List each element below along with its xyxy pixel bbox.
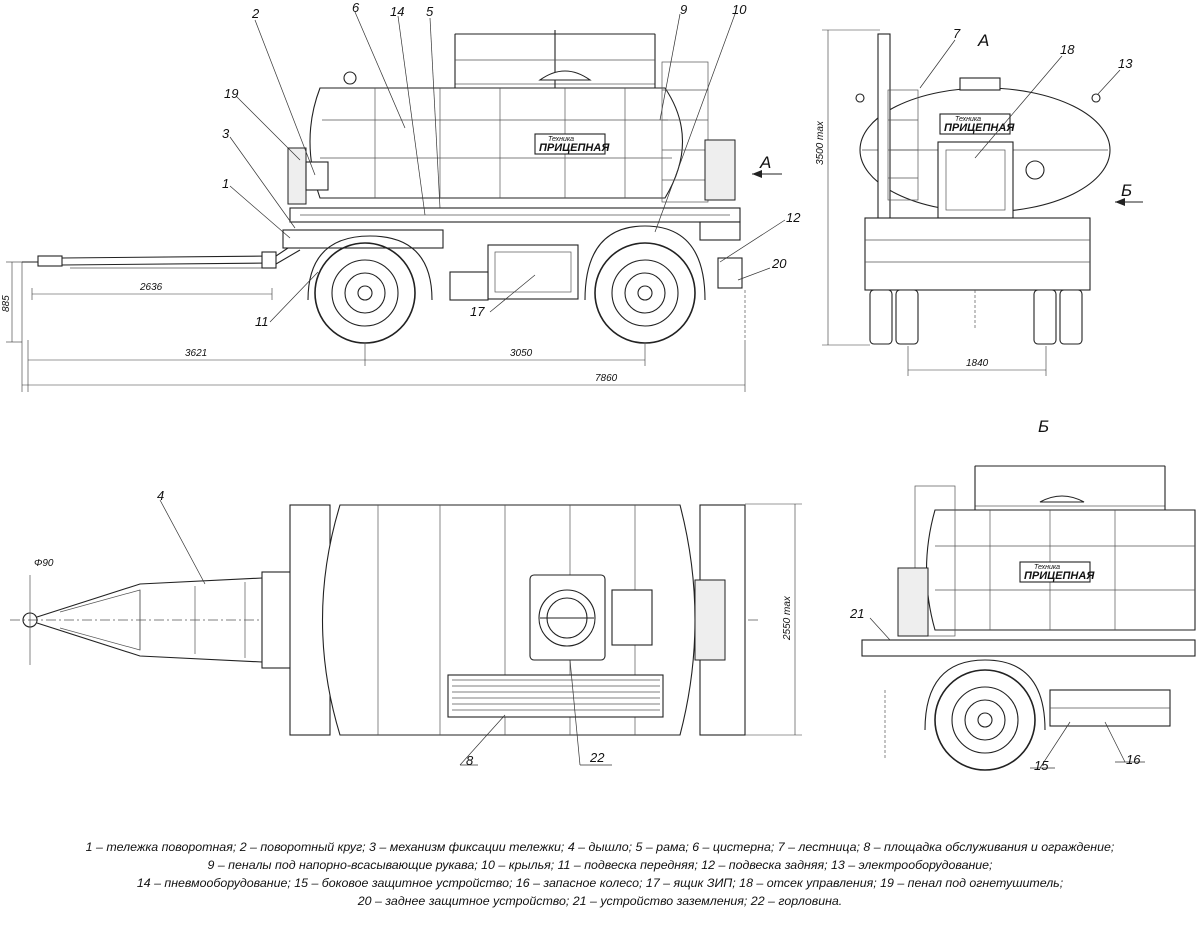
- callout-7: 7: [953, 26, 961, 41]
- rear-view-a: А Техника ПРИЦЕПНАЯ 3500 max 1840: [815, 26, 1143, 376]
- callout-19: 19: [224, 86, 238, 101]
- trailer-tank-drawing: Техника ПРИЦЕПНАЯ: [1, 0, 1196, 773]
- side-view-b: Б Техника ПРИЦЕПНАЯ 21 15 16: [849, 417, 1196, 773]
- callout-8: 8: [466, 753, 474, 768]
- callout-5: 5: [426, 4, 434, 19]
- callout-1: 1: [222, 176, 229, 191]
- callout-16: 16: [1126, 752, 1141, 767]
- dim-1840: 1840: [966, 358, 989, 369]
- callout-13: 13: [1118, 56, 1133, 71]
- dim-3500-max: 3500 max: [815, 120, 826, 165]
- rear-logo-bottom: ПРИЦЕПНАЯ: [944, 122, 1015, 134]
- side-tool-box: [487, 244, 579, 300]
- plan-service-platform: [447, 674, 664, 718]
- side-view: Техника ПРИЦЕПНАЯ: [1, 0, 801, 392]
- legend: 1 – тележка поворотная; 2 – поворотный к…: [0, 838, 1200, 910]
- dim-2550-max: 2550 max: [782, 595, 793, 641]
- callout-12: 12: [786, 210, 801, 225]
- callout-15: 15: [1034, 758, 1049, 773]
- rear-logo-top: Техника: [955, 116, 981, 123]
- callout-10: 10: [732, 2, 747, 17]
- callout-22: 22: [589, 750, 605, 765]
- view-arrow-b-label: Б: [1121, 181, 1132, 200]
- side-logo-bottom: ПРИЦЕПНАЯ: [539, 142, 610, 154]
- dim-phi90: Φ90: [34, 558, 54, 569]
- rear-control-cabinet: [937, 141, 1014, 219]
- view-arrow-a-label: А: [759, 153, 771, 172]
- callout-18: 18: [1060, 42, 1075, 57]
- callout-21: 21: [849, 606, 864, 621]
- dim-885: 885: [1, 295, 12, 312]
- plan-view: 2550 max Φ90 4 8 22: [10, 488, 802, 768]
- callout-20: 20: [771, 256, 787, 271]
- legend-line-4: 20 – заднее защитное устройство; 21 – ус…: [357, 894, 843, 908]
- view-b-logo-bottom: ПРИЦЕПНАЯ: [1024, 570, 1095, 582]
- side-drawbar: [22, 239, 301, 269]
- dim-3050: 3050: [510, 348, 533, 359]
- callout-2: 2: [251, 6, 260, 21]
- legend-line-3: 14 – пневмооборудование; 15 – боковое за…: [136, 876, 1064, 890]
- callout-6: 6: [352, 0, 360, 15]
- dim-3621: 3621: [185, 348, 207, 359]
- side-dimensions: 2636 3621 3050 7860 885: [1, 261, 746, 392]
- side-logo-plate: [534, 133, 606, 155]
- dim-7860: 7860: [595, 373, 618, 384]
- view-arrow-a: А: [752, 153, 782, 178]
- legend-line-2: 9 – пеналы под напорно-всасывающие рукав…: [207, 858, 993, 872]
- side-frame: [282, 207, 743, 301]
- view-a-title: А: [977, 31, 989, 50]
- side-callouts: 2 6 14 5 9 10 19 3 1 11 17 12 20: [222, 0, 801, 329]
- side-logo-top: Техника: [548, 136, 574, 143]
- callout-4: 4: [157, 488, 164, 503]
- side-rear-wheel: [584, 225, 706, 344]
- callout-3: 3: [222, 126, 230, 141]
- callout-9: 9: [680, 2, 687, 17]
- legend-line-1: 1 – тележка поворотная; 2 – поворотный к…: [85, 840, 1115, 854]
- view-b-title: Б: [1038, 417, 1049, 436]
- side-tank: Техника ПРИЦЕПНАЯ: [287, 30, 736, 205]
- view-b-logo-plate: [1019, 561, 1091, 583]
- rear-logo-plate: [939, 113, 1011, 135]
- callout-11: 11: [255, 314, 269, 329]
- callout-17: 17: [470, 304, 485, 319]
- view-b-logo-top: Техника: [1034, 564, 1060, 571]
- dim-2636: 2636: [139, 282, 163, 293]
- side-front-wheel: [307, 235, 433, 344]
- callout-14: 14: [390, 4, 404, 19]
